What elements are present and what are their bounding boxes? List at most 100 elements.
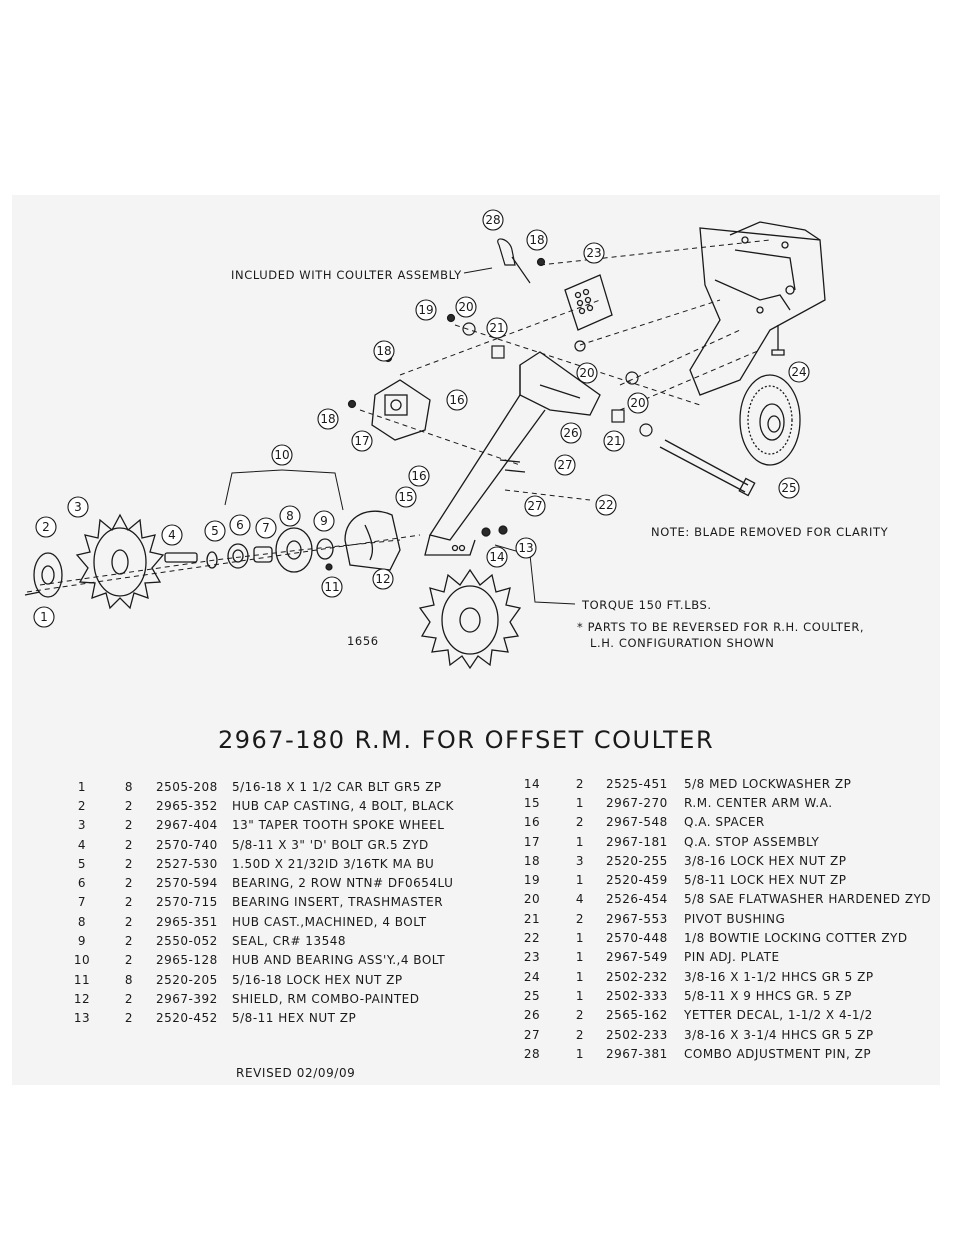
description: PIVOT BUSHING: [684, 911, 786, 926]
quantity: 1: [575, 931, 585, 946]
assembly-lines: [26, 239, 771, 593]
part-number: 2967-549: [606, 950, 668, 965]
balloon-22: 22: [595, 494, 617, 516]
item-number: 16: [523, 815, 541, 830]
balloon-21: 21: [486, 317, 508, 339]
balloon-15: 15: [395, 486, 417, 508]
part-number: 2570-715: [156, 895, 218, 910]
reversed-note-line2: L.H. CONFIGURATION SHOWN: [590, 636, 774, 650]
svg-text:19: 19: [418, 303, 433, 317]
balloon-20: 20: [576, 362, 598, 384]
description: 1/8 BOWTIE LOCKING COTTER ZYD: [684, 931, 908, 946]
description: Q.A. SPACER: [684, 815, 765, 830]
quantity: 1: [575, 950, 585, 965]
quantity: 2: [124, 876, 134, 891]
description: 5/8-11 X 9 HHCS GR. 5 ZP: [684, 988, 852, 1003]
svg-text:2: 2: [42, 520, 50, 534]
description: BEARING, 2 ROW NTN# DF0654LU: [232, 876, 454, 891]
item-number: 3: [77, 818, 87, 833]
svg-text:18: 18: [320, 412, 335, 426]
part-number: 2520-205: [156, 972, 218, 987]
description: 5/8 MED LOCKWASHER ZP: [684, 776, 852, 791]
quantity: 2: [124, 856, 134, 871]
revised-date: REVISED 02/09/09: [236, 1066, 356, 1080]
description: 3/8-16 LOCK HEX NUT ZP: [684, 853, 847, 868]
item-number: 27: [523, 1027, 541, 1042]
item-number: 12: [73, 991, 91, 1006]
item-number: 14: [523, 776, 541, 791]
balloon-11: 11: [321, 576, 343, 598]
svg-text:20: 20: [630, 396, 645, 410]
item-number: 5: [77, 856, 87, 871]
shield: [344, 510, 401, 571]
description: Q.A. STOP ASSEMBLY: [684, 834, 820, 849]
description: 5/8 SAE FLATWASHER HARDENED ZYD: [684, 892, 932, 907]
balloon-26: 26: [560, 422, 582, 444]
svg-text:18: 18: [376, 344, 391, 358]
balloon-16: 16: [408, 465, 430, 487]
part-number: 2967-553: [606, 911, 668, 926]
quantity: 2: [124, 837, 134, 852]
balloon-12: 12: [372, 568, 394, 590]
description: 13" TAPER TOOTH SPOKE WHEEL: [232, 818, 445, 833]
spoke-wheel-left: [75, 513, 165, 610]
drawing-number: 1656: [347, 634, 379, 648]
quantity: 4: [575, 892, 585, 907]
balloon-25: 25: [778, 477, 800, 499]
part-number: 2505-208: [156, 779, 218, 794]
reversed-note-line1: * PARTS TO BE REVERSED FOR R.H. COULTER,: [577, 620, 864, 634]
item-number: 8: [77, 914, 87, 929]
pin-adj-plate: [564, 274, 613, 331]
item-number: 4: [77, 837, 87, 852]
balloon-6: 6: [229, 514, 251, 536]
balloon-19: 19: [415, 299, 437, 321]
item-number: 2: [77, 798, 87, 813]
part-number: 2967-548: [606, 815, 668, 830]
balloon-5: 5: [204, 520, 226, 542]
balloon-24: 24: [788, 361, 810, 383]
svg-text:16: 16: [449, 393, 464, 407]
item-number: 13: [73, 1011, 91, 1026]
blade-note: NOTE: BLADE REMOVED FOR CLARITY: [651, 525, 889, 539]
quantity: 2: [124, 895, 134, 910]
svg-text:1: 1: [40, 610, 48, 624]
description: YETTER DECAL, 1-1/2 X 4-1/2: [684, 1008, 873, 1023]
balloon-28: 28: [482, 209, 504, 231]
item-number: 21: [523, 911, 541, 926]
description: COMBO ADJUSTMENT PIN, ZP: [684, 1046, 872, 1061]
part-number: 2525-451: [606, 776, 668, 791]
part-number: 2570-740: [156, 837, 218, 852]
svg-text:18: 18: [529, 233, 544, 247]
svg-text:10: 10: [274, 448, 289, 462]
description: SHIELD, RM COMBO-PAINTED: [232, 991, 420, 1006]
description: SEAL, CR# 13548: [232, 934, 346, 949]
balloon-27: 27: [554, 454, 576, 476]
quantity: 2: [124, 991, 134, 1006]
svg-text:9: 9: [320, 514, 328, 528]
description: 5/8-11 LOCK HEX NUT ZP: [684, 873, 847, 888]
balloon-20: 20: [455, 296, 477, 318]
part-number: 2520-459: [606, 873, 668, 888]
drawing-sheet: [12, 195, 940, 1085]
balloon-20: 20: [627, 392, 649, 414]
quantity: 2: [124, 1011, 134, 1026]
part-number: 2570-594: [156, 876, 218, 891]
coulter-hub-disc: [739, 374, 801, 466]
quantity: 1: [575, 969, 585, 984]
part-number: 2965-351: [156, 914, 218, 929]
quantity: 2: [124, 914, 134, 929]
svg-text:3: 3: [74, 500, 82, 514]
center-arm: [424, 351, 601, 556]
balloon-1: 1: [33, 606, 55, 628]
part-number: 2967-270: [606, 795, 668, 810]
